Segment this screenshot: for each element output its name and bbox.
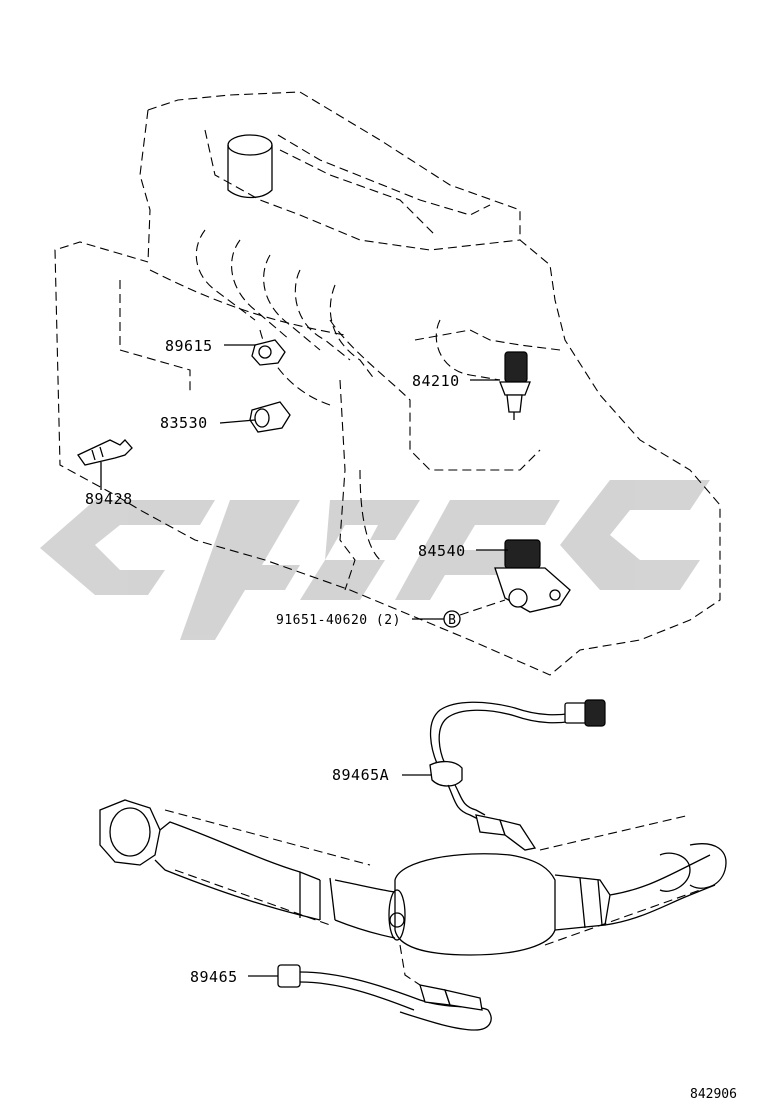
label-89615: 89615 bbox=[165, 337, 213, 355]
oil-filler-cap bbox=[227, 134, 273, 199]
intake-manifold bbox=[195, 229, 376, 406]
oxygen-sensor-89465 bbox=[277, 944, 492, 1031]
sensor-89615 bbox=[251, 339, 286, 366]
label-84210: 84210 bbox=[412, 372, 460, 390]
label-89465: 89465 bbox=[190, 968, 238, 986]
label-89428: 89428 bbox=[85, 490, 133, 508]
label-91651-40620: 91651-40620 (2) bbox=[276, 613, 401, 628]
bolt-marker: B bbox=[443, 599, 506, 628]
watermark-glyph-3 bbox=[300, 500, 420, 600]
oxygen-sensor-89465A bbox=[429, 699, 606, 851]
watermark-glyph-1 bbox=[40, 500, 215, 595]
label-84540: 84540 bbox=[418, 542, 466, 560]
catalytic-converter bbox=[388, 843, 727, 956]
switch-84540 bbox=[494, 539, 571, 613]
label-83530: 83530 bbox=[160, 414, 208, 432]
watermark-glyph-5 bbox=[560, 480, 710, 590]
sensor-84210 bbox=[499, 351, 531, 420]
leader-lines bbox=[100, 344, 508, 977]
label-89465A: 89465A bbox=[332, 766, 389, 784]
sensor-83530 bbox=[249, 401, 291, 433]
watermark-glyph-2 bbox=[180, 500, 300, 640]
bolt-marker-letter: B bbox=[448, 613, 456, 628]
exhaust-pipe bbox=[99, 799, 396, 939]
engine-outline bbox=[54, 91, 721, 676]
figure-number: 842906 bbox=[690, 1087, 737, 1102]
sensor-89428 bbox=[77, 439, 133, 466]
